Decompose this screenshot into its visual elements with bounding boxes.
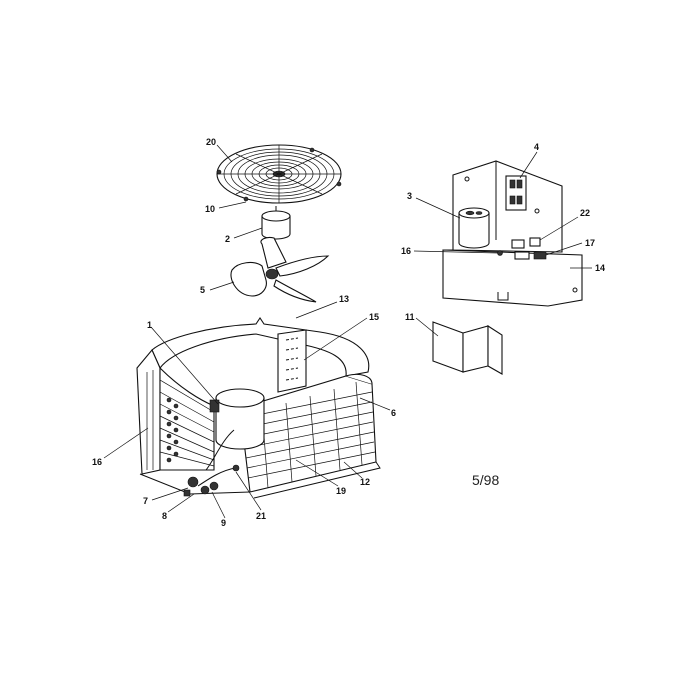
callout-12: 12 (360, 477, 370, 487)
date-code: 5/98 (472, 472, 499, 488)
callout-5: 5 (200, 285, 205, 295)
callout-17: 17 (585, 238, 595, 248)
callout-15: 15 (369, 312, 379, 322)
fan-guard-grille (216, 144, 342, 204)
callout-7: 7 (143, 496, 148, 506)
leader-lines (103, 144, 592, 519)
right-coil-fins (241, 381, 376, 489)
callout-labels: 20 10 2 5 3 4 22 17 16 14 11 1 13 15 6 1… (92, 137, 605, 528)
callout-11: 11 (405, 312, 415, 322)
callout-1: 1 (147, 320, 152, 330)
callout-14: 14 (595, 263, 605, 273)
callout-19: 19 (336, 486, 346, 496)
callout-8: 8 (162, 511, 167, 521)
callout-21: 21 (256, 511, 266, 521)
callout-9: 9 (221, 518, 226, 528)
callout-20: 20 (206, 137, 216, 147)
callout-16-coil: 16 (92, 457, 102, 467)
callout-22: 22 (580, 208, 590, 218)
callout-3: 3 (407, 191, 412, 201)
access-panel (432, 321, 503, 375)
callout-6: 6 (391, 408, 396, 418)
left-coil-fins (159, 379, 215, 467)
callout-10: 10 (205, 204, 215, 214)
condenser-cabinet (136, 317, 381, 499)
contactor (505, 175, 527, 211)
callout-13: 13 (339, 294, 349, 304)
callout-16-control: 16 (401, 246, 411, 256)
coil-return-bends (166, 397, 179, 463)
fan-motor (261, 206, 291, 240)
partition-panel (277, 329, 307, 393)
callout-4: 4 (534, 142, 539, 152)
control-components (497, 237, 547, 260)
service-valves (183, 429, 240, 497)
callout-2: 2 (225, 234, 230, 244)
run-capacitor (458, 207, 490, 249)
fan-blade (230, 236, 330, 303)
compressor (209, 388, 265, 450)
